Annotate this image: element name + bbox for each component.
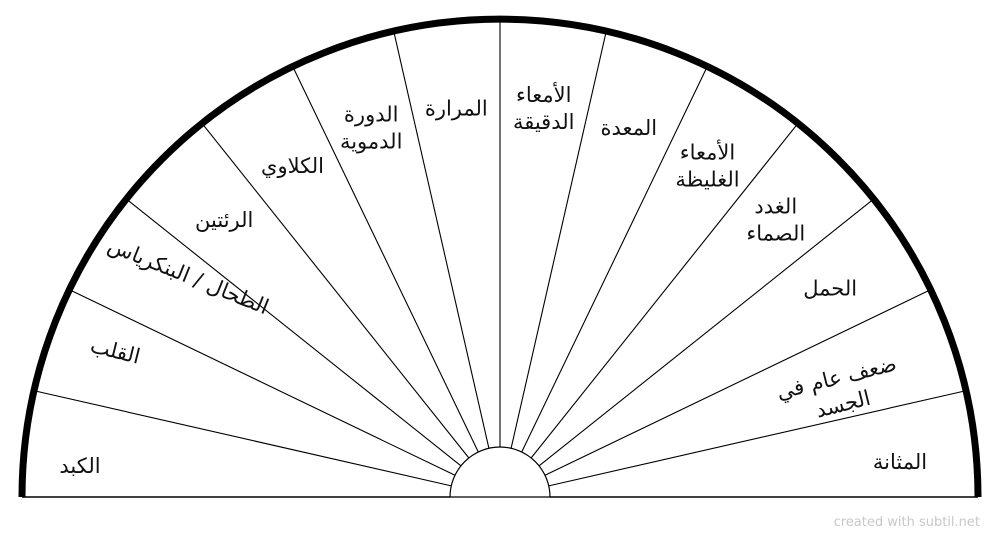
segment-label-text: المعدة xyxy=(601,116,658,140)
segment-label-text: الطحال / البنكرياس xyxy=(105,233,273,319)
inner-arc xyxy=(449,446,551,498)
segment-label-text: القلب xyxy=(88,333,143,368)
segment-divider xyxy=(70,290,456,476)
segment-divider xyxy=(530,124,798,459)
segment-divider xyxy=(127,199,462,467)
segment-divider xyxy=(538,199,873,467)
segment-divider xyxy=(393,32,490,449)
segment-label-text: الحمل xyxy=(803,277,857,301)
segment-divider xyxy=(510,32,607,449)
segment-label-text: الدقيقة xyxy=(513,110,575,134)
segment-label-text: المثانة xyxy=(873,450,927,474)
segment-label-text: الأمعاء xyxy=(680,139,735,164)
segment-divider xyxy=(293,67,479,453)
segment-label-stomach: المعدة xyxy=(601,116,658,140)
segment-label-large-intestine: الأمعاء الغليظة xyxy=(675,139,739,191)
segment-label-bladder: المثانة xyxy=(873,450,927,474)
segment-label-text: الكبد xyxy=(59,454,100,478)
segment-label-text: الدموية xyxy=(340,129,402,153)
segment-label-text: الكلاوي xyxy=(261,154,324,178)
segment-label-liver: الكبد xyxy=(59,454,100,478)
segment-label-gallbladder: المرارة xyxy=(425,97,488,121)
segment-divider xyxy=(548,390,965,487)
segment-label-pregnancy: الحمل xyxy=(803,277,857,301)
segment-label-spleen-pancreas: الطحال / البنكرياس xyxy=(105,233,273,319)
outer-arc xyxy=(18,15,982,498)
segment-label-text: المرارة xyxy=(425,97,488,121)
segment-label-blood-circulation: الدورة الدموية xyxy=(340,102,402,153)
segment-divider xyxy=(202,124,470,459)
segment-divider xyxy=(521,67,707,453)
segment-label-small-intestine: الأمعاء الدقيقة xyxy=(513,82,575,134)
segment-dividers xyxy=(35,21,965,487)
segment-label-lungs: الرئتين xyxy=(195,208,253,232)
segment-label-text: الدورة xyxy=(344,102,399,126)
segment-label-text: الغليظة xyxy=(675,167,739,191)
segment-label-text: الصماء xyxy=(746,222,805,246)
segment-label-kidneys: الكلاوي xyxy=(261,154,324,178)
segment-label-text: الأمعاء xyxy=(516,82,571,107)
segment-label-text: الرئتين xyxy=(195,208,253,232)
segment-divider xyxy=(35,390,452,487)
segment-label-text: الغدد xyxy=(754,195,797,219)
segment-divider xyxy=(544,290,930,476)
watermark: created with subtil.net xyxy=(833,515,980,530)
segment-label-endocrine-glands: الغدد الصماء xyxy=(746,195,805,246)
segment-label-heart: القلب xyxy=(88,333,143,368)
